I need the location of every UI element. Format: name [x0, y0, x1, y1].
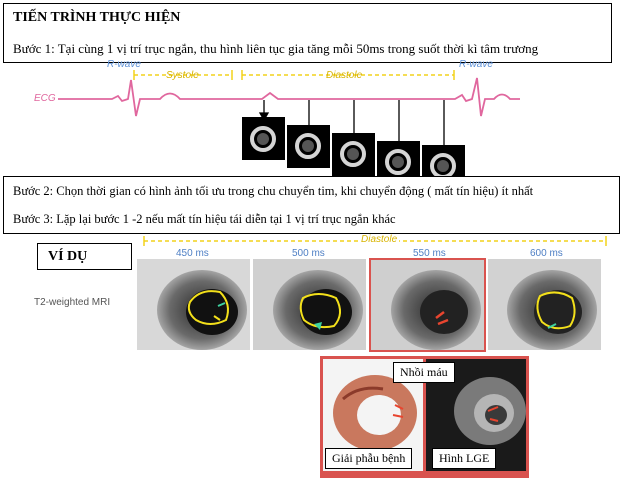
cine-frames [242, 117, 465, 188]
ecg-label: ECG [34, 93, 56, 104]
step-3-text: Bước 3: Lặp lại bước 1 -2 nếu mất tín hi… [13, 212, 396, 226]
mri-panel-550 [369, 258, 486, 352]
rwave-left-label: R-wave [107, 59, 141, 70]
page-title: TIẾN TRÌNH THỰC HIỆN [13, 10, 181, 25]
time-label-450: 450 ms [176, 248, 209, 259]
ecg-trace [58, 77, 520, 117]
steps-box: Bước 2: Chọn thời gian có hình ảnh tối ư… [3, 176, 620, 234]
sequence-label: T2-weighted MRI [34, 297, 111, 308]
pathology-label: Giải phẫu bệnh [325, 448, 413, 469]
header-box: TIẾN TRÌNH THỰC HIỆN Bước 1: Tại cùng 1 … [3, 3, 612, 63]
diastole-label: Diastole [326, 70, 363, 81]
mri-panel-500 [253, 259, 366, 350]
example-diastole-label: Diastole [359, 234, 400, 245]
infarct-label: Nhồi máu [393, 362, 455, 383]
step-1-text: Bước 1: Tại cùng 1 vị trí trục ngắn, thu… [13, 41, 539, 56]
cine-frame-3 [332, 133, 375, 176]
example-label: VÍ DỤ [48, 249, 88, 264]
cine-frame-1 [242, 117, 285, 160]
time-label-550: 550 ms [413, 248, 446, 259]
time-label-500: 500 ms [292, 248, 325, 259]
rwave-right-label: R-wave [459, 59, 493, 70]
mri-panel-600 [488, 259, 601, 350]
mri-panels [137, 258, 601, 352]
mri-panel-450 [137, 259, 250, 350]
systole-label: Systole [166, 70, 199, 81]
time-label-600: 600 ms [530, 248, 563, 259]
step-2-text: Bước 2: Chọn thời gian có hình ảnh tối ư… [13, 184, 534, 198]
cine-frame-2 [287, 125, 330, 168]
lge-label: Hình LGE [432, 448, 497, 469]
example-label-box: VÍ DỤ [37, 243, 132, 270]
